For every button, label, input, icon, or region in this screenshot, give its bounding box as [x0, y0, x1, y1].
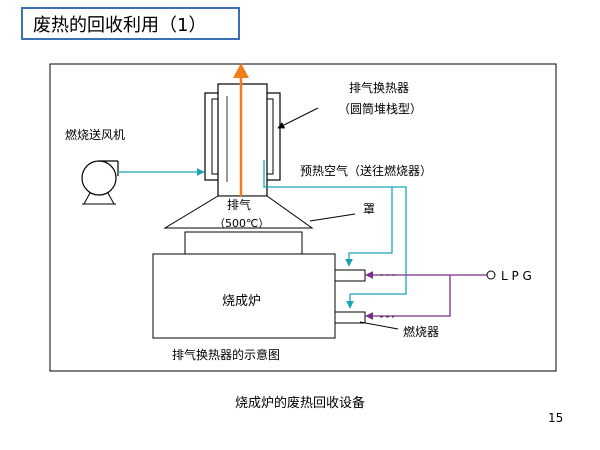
- burner-callout: [359, 321, 399, 330]
- label-kiln: 烧成炉: [222, 294, 261, 309]
- kiln-body: [152, 253, 336, 339]
- heat-exchanger: [204, 83, 281, 197]
- label-hood: 罩: [363, 202, 375, 216]
- label-blower: 燃烧送风机: [65, 127, 125, 142]
- burner-lower: [334, 311, 366, 324]
- label-heat-exchanger-type: （圆筒堆栈型）: [338, 101, 422, 116]
- label-exhaust: 排气: [227, 197, 251, 212]
- preheated-air-branch-upper: [345, 187, 393, 267]
- label-heat-exchanger: 排气换热器: [349, 80, 409, 95]
- kiln-top: [184, 231, 303, 256]
- burner-upper: [334, 269, 366, 282]
- hood: [163, 195, 314, 229]
- lpg-branch-line: [365, 275, 451, 320]
- lpg-source-node: [486, 270, 496, 280]
- slide-title: 废热的回收利用（1）: [33, 14, 207, 36]
- blower-fan-icon: [81, 160, 119, 205]
- label-lpg: L P G: [501, 269, 532, 283]
- slide-caption: 烧成炉的废热回收设备: [234, 396, 365, 411]
- hood-callout: [309, 213, 356, 222]
- label-exhaust-temp: （500℃）: [214, 217, 269, 230]
- diagram-frame: [49, 63, 557, 372]
- heat-exchanger-callout: [277, 107, 319, 129]
- label-preheated-air: 预热空气（送往燃烧器）: [300, 163, 432, 178]
- label-schematic-caption: 排气换热器的示意图: [172, 347, 280, 362]
- preheated-air-line: [263, 160, 407, 295]
- slide-title-box: 废热的回收利用（1）: [21, 7, 240, 40]
- page-number: 15: [548, 411, 564, 425]
- label-burner: 燃烧器: [403, 324, 439, 339]
- exhaust-arrow: [233, 63, 249, 196]
